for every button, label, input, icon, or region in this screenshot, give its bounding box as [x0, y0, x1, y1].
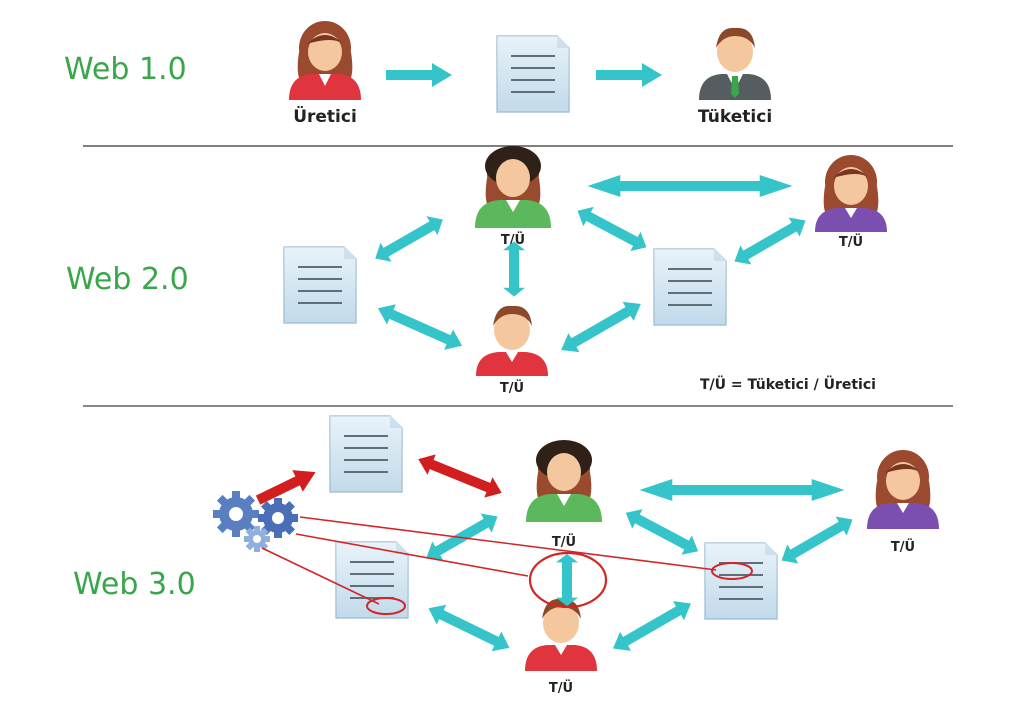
- web3-section: Web 3.0: [73, 415, 939, 696]
- web1-arrow-2-icon: [596, 63, 662, 87]
- web2-arrow-vertical-icon: [503, 241, 525, 297]
- web2-left-document-icon: [283, 246, 357, 324]
- web2-bottom-node-label: T/Ü: [500, 380, 524, 396]
- consumer-person-icon: [699, 27, 771, 100]
- web2-top-node-label: T/Ü: [501, 232, 525, 248]
- web2-right-person-icon: [815, 155, 887, 232]
- web3-red-double-arrow-icon: [414, 448, 506, 504]
- web3-arrow-bottom-left-icon: [423, 598, 515, 658]
- web1-title: Web 1.0: [64, 52, 187, 87]
- web2-right-document-icon: [653, 248, 727, 326]
- web3-right-node-label: T/Ü: [891, 539, 915, 555]
- web2-top-person-icon: [475, 146, 551, 228]
- consumer-label: Tüketici: [698, 107, 772, 127]
- web2-arrow-top-left-icon: [369, 209, 449, 269]
- web2-arrow-right-doc-icon: [728, 210, 812, 272]
- web3-semantic-links: [261, 516, 753, 615]
- web3-top-node-label: T/Ü: [552, 534, 576, 550]
- web3-left-document-icon: [335, 541, 409, 619]
- producer-label: Üretici: [293, 105, 357, 127]
- web3-arrow-top-right-icon: [639, 479, 845, 501]
- web2-arrow-top-right-icon: [587, 175, 793, 197]
- web1-section: Web 1.0 Üretici Tüketici: [64, 21, 772, 127]
- web2-arrow-bottom-right-icon: [555, 294, 647, 360]
- web2-bottom-person-icon: [476, 305, 548, 376]
- gears-icon: [213, 491, 298, 552]
- web3-bottom-person-icon: [525, 598, 597, 671]
- web2-title: Web 2.0: [66, 262, 189, 297]
- web2-right-node-label: T/Ü: [839, 234, 863, 250]
- web2-legend: T/Ü = Tüketici / Üretici: [700, 375, 876, 393]
- web3-top-document-icon: [329, 415, 403, 493]
- web3-top-person-icon: [526, 440, 602, 522]
- web2-section: Web 2.0 T/Ü T/Ü T/Ü: [66, 146, 887, 396]
- web3-arrow-right-doc-icon: [775, 509, 859, 571]
- web2-arrow-top-doc-icon: [572, 200, 652, 258]
- web3-right-document-icon: [704, 542, 778, 620]
- producer-person-icon: [289, 21, 361, 100]
- web3-arrow-bottom-right-icon: [607, 593, 697, 659]
- web3-bottom-node-label: T/Ü: [549, 680, 573, 696]
- web2-arrow-bottom-left-icon: [373, 298, 467, 356]
- web1-arrow-1-icon: [386, 63, 452, 87]
- web3-right-person-icon: [867, 450, 939, 529]
- web3-arrow-vertical-icon: [556, 554, 578, 606]
- web1-document-icon: [496, 35, 570, 113]
- web3-red-arrow-gears-icon: [255, 470, 316, 505]
- web3-title: Web 3.0: [73, 567, 196, 602]
- web3-arrow-top-doc-icon: [620, 503, 704, 561]
